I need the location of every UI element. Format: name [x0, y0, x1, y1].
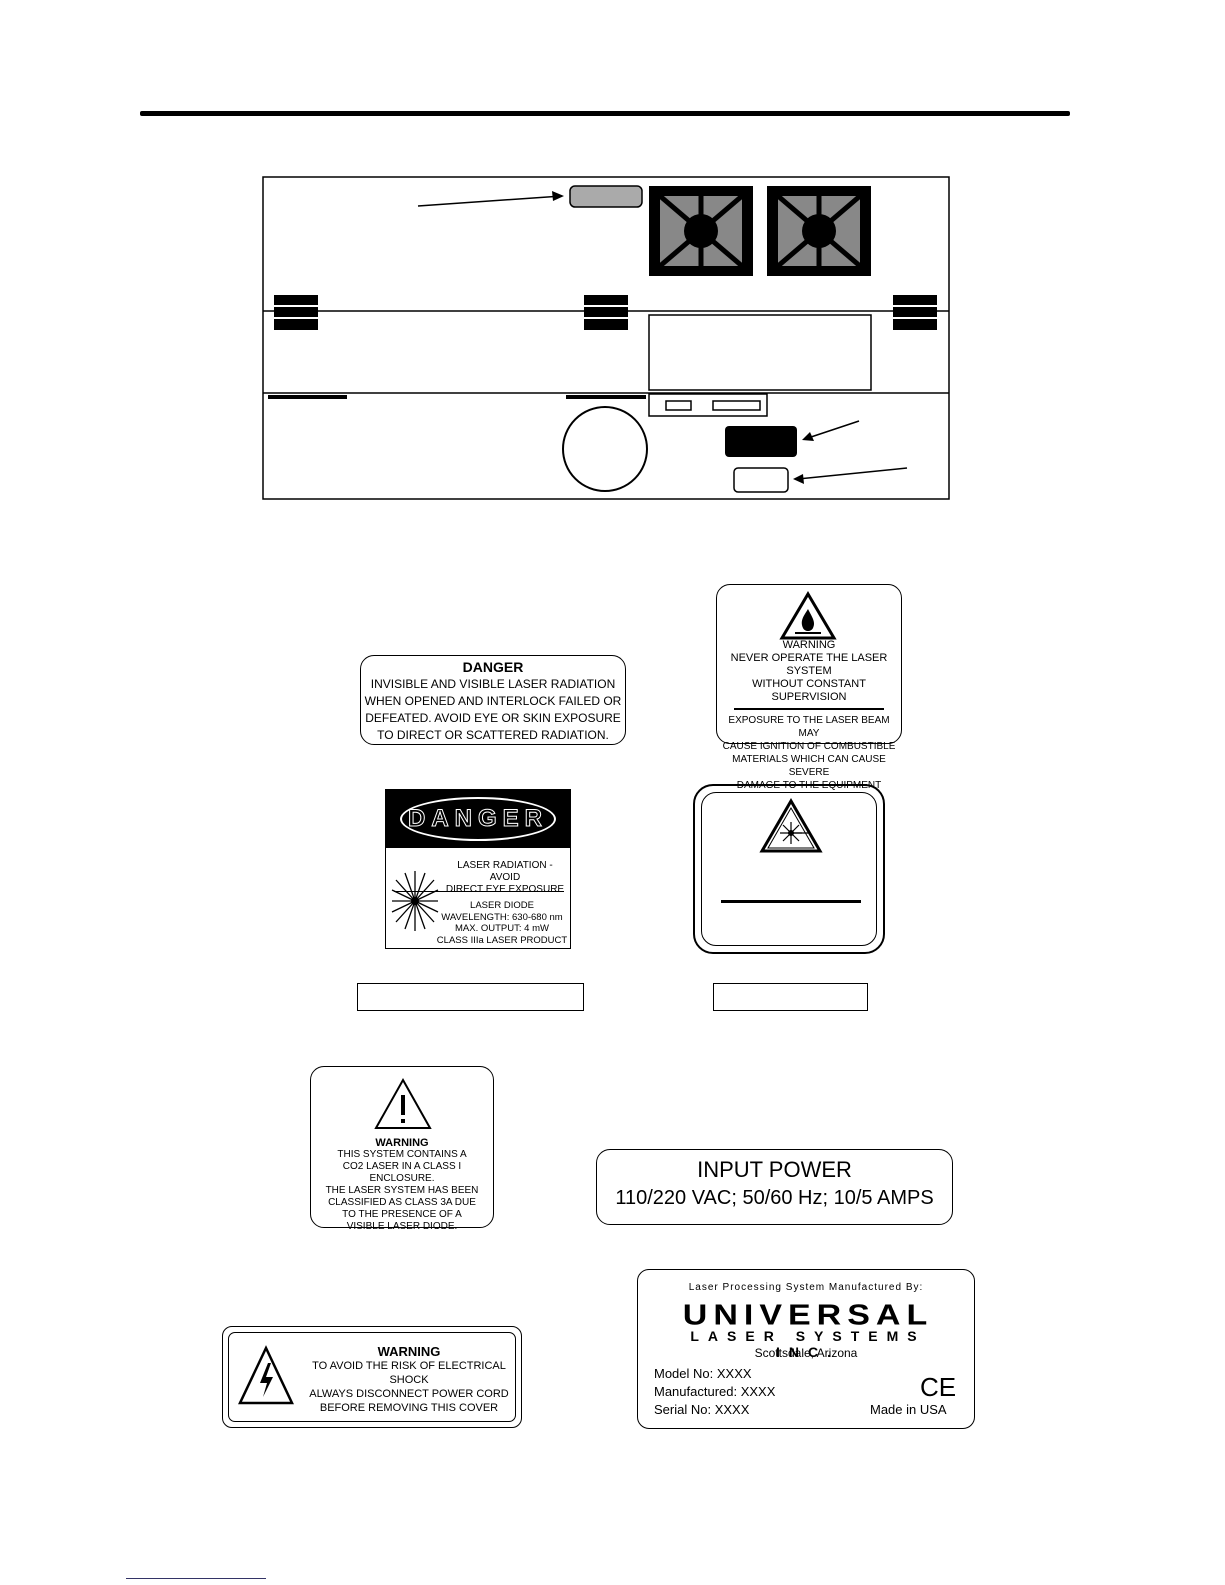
label-line: DEFEATED. AVOID EYE OR SKIN EXPOSURE — [365, 711, 621, 725]
label-line: CO2 LASER IN A CLASS I ENCLOSURE. — [342, 1161, 462, 1184]
label-title: INPUT POWER — [697, 1157, 852, 1182]
fan-right — [767, 186, 871, 276]
top-label-arrow — [417, 195, 563, 207]
label-line: WAVELENGTH: 630-680 nm — [441, 911, 563, 923]
label-line: ALWAYS DISCONNECT POWER CORD — [309, 1388, 509, 1400]
label-line: DIRECT EYE EXPOSURE — [445, 884, 565, 895]
machine-outline — [262, 176, 950, 500]
label-line: INVISIBLE AND VISIBLE LASER RADIATION — [370, 677, 616, 691]
label-line: CLASSIFIED AS CLASS 3A DUE — [328, 1197, 476, 1208]
label-title: WARNING — [782, 639, 836, 651]
label-line: MAX. OUTPUT: 4 mW — [455, 923, 549, 934]
warning-fire-label: WARNING NEVER OPERATE THE LASER SYSTEM W… — [716, 584, 902, 791]
warning-laser-class-label: WARNING THIS SYSTEM CONTAINS A CO2 LASER… — [310, 1066, 494, 1232]
label-title: DANGER — [462, 659, 524, 675]
label-line: THE LASER SYSTEM HAS BEEN — [325, 1185, 479, 1196]
blank-label-left — [357, 983, 584, 1011]
electrical-shock-warning-label: WARNING TO AVOID THE RISK OF ELECTRICAL … — [222, 1326, 522, 1428]
exhaust-port — [562, 406, 648, 492]
label-line: CAUSE IGNITION OF COMBUSTIBLE — [722, 741, 896, 752]
label-line: TO DIRECT OR SCATTERED RADIATION. — [377, 728, 609, 742]
label-line: WHEN OPENED AND INTERLOCK FAILED OR — [364, 694, 622, 708]
ce-mark: CE — [920, 1372, 957, 1402]
power-rating: 110/220 VAC; 50/60 Hz; 10/5 AMPS — [615, 1187, 934, 1209]
laser-hazard-icon — [759, 798, 823, 853]
footer-link-underline — [126, 1578, 266, 1579]
label-line: BEFORE REMOVING THIS COVER — [319, 1402, 499, 1414]
label-line: EXPOSURE TO THE LASER BEAM MAY — [728, 715, 890, 739]
label-line: MATERIALS WHICH CAN CAUSE SEVERE — [732, 754, 886, 778]
made-in: Made in USA — [870, 1402, 947, 1417]
model-number: Model No: XXXX — [654, 1366, 752, 1381]
flame-warning-icon — [779, 591, 837, 640]
laser-starburst-icon — [391, 871, 439, 931]
laser-hazard-label — [693, 784, 885, 954]
brand-logo: UNIVERSAL — [682, 1298, 934, 1332]
label-title: WARNING — [375, 1137, 429, 1149]
manufacturer-placard — [733, 467, 789, 493]
label-line: THIS SYSTEM CONTAINS A — [337, 1149, 467, 1160]
hinge-left — [274, 295, 318, 330]
brand-subtitle: LASER SYSTEMS INC. — [690, 1328, 926, 1360]
label-line: CLASS IIIa LASER PRODUCT — [436, 934, 568, 946]
danger-oval-title: DANGER — [400, 797, 556, 841]
danger-laser-diode-label: DANGER LASER RADIATION - AVOID DIRECT EY… — [385, 789, 571, 949]
label-line: LASER RADIATION - AVOID — [457, 860, 553, 883]
label-line: NEVER OPERATE THE LASER SYSTEM — [730, 652, 888, 677]
manufactured-by: Laser Processing System Manufactured By: — [688, 1282, 924, 1293]
header-rule — [140, 111, 1070, 116]
location: Scottsdale, Arizona — [754, 1346, 858, 1360]
input-power-label: INPUT POWER 110/220 VAC; 50/60 Hz; 10/5 … — [596, 1149, 953, 1225]
blank-label-right — [713, 983, 868, 1011]
danger-laser-radiation-label: DANGER INVISIBLE AND VISIBLE LASER RADIA… — [360, 655, 626, 745]
electrical-hazard-icon — [238, 1345, 294, 1405]
machine-rear-diagram — [262, 176, 950, 500]
manufactured-date: Manufactured: XXXX — [654, 1384, 776, 1399]
hinge-middle — [584, 295, 628, 330]
power-placard — [725, 426, 797, 457]
label-title: WARNING — [377, 1344, 441, 1359]
serial-number: Serial No: XXXX — [654, 1402, 750, 1417]
divider — [734, 708, 884, 710]
label-line: LASER DIODE — [470, 900, 534, 911]
top-label-placard — [569, 185, 643, 208]
exclamation-warning-icon — [374, 1077, 432, 1129]
label-line: TO THE PRESENCE OF A — [342, 1209, 462, 1220]
label-line: VISIBLE LASER DIODE. — [346, 1221, 458, 1232]
label-line: TO AVOID THE RISK OF ELECTRICAL SHOCK — [312, 1360, 506, 1386]
label-line: WITHOUT CONSTANT SUPERVISION — [752, 678, 866, 703]
hinge-right — [893, 295, 937, 330]
manufacturer-label: Laser Processing System Manufactured By:… — [637, 1269, 975, 1429]
fan-left — [649, 186, 753, 276]
rear-panel-window — [648, 314, 872, 391]
